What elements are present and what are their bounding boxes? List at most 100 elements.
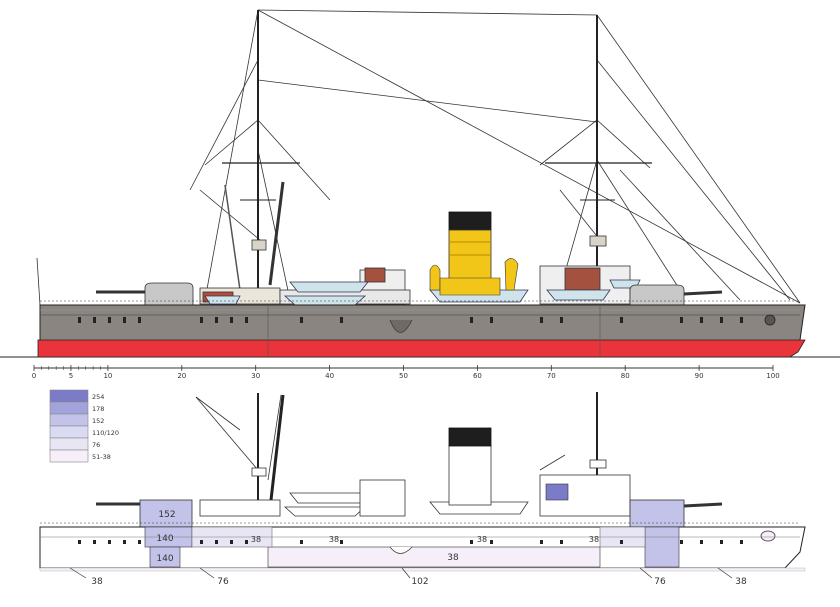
- porthole: [740, 317, 743, 323]
- scale-tick-label: 0: [32, 372, 36, 380]
- legend-swatch: [49, 401, 89, 415]
- porthole: [230, 317, 233, 323]
- aft-turret-armor: [629, 499, 685, 528]
- masts: [222, 10, 652, 300]
- porthole: [470, 540, 473, 544]
- armor-label-casemate-2: 38: [329, 535, 339, 544]
- aft-barbette-armor: [644, 526, 680, 568]
- porthole: [700, 540, 703, 544]
- porthole: [340, 317, 343, 323]
- rigging: [36, 9, 801, 306]
- porthole: [108, 540, 111, 544]
- porthole: [540, 317, 543, 323]
- funnel: [429, 211, 519, 296]
- porthole: [490, 317, 493, 323]
- scale-tick-label: 80: [621, 372, 630, 380]
- porthole: [560, 317, 563, 323]
- scale-tick-label: 60: [473, 372, 482, 380]
- scale-tick-label: 20: [177, 372, 186, 380]
- armor-label-casemate-3: 38: [477, 535, 487, 544]
- conning-tower-armor: [545, 483, 569, 501]
- scale-tick-label: 100: [766, 372, 779, 380]
- porthole: [78, 540, 81, 544]
- porthole: [470, 317, 473, 323]
- porthole: [245, 317, 248, 323]
- lower-edge: [39, 567, 806, 572]
- porthole: [215, 317, 218, 323]
- porthole: [720, 317, 723, 323]
- armor-superstructure: [199, 444, 631, 517]
- porthole: [138, 540, 141, 544]
- legend-swatch: [49, 389, 89, 403]
- porthole: [123, 540, 126, 544]
- armor-label-casemate-4: 38: [589, 535, 599, 544]
- porthole: [490, 540, 493, 544]
- scale-tick-label: 40: [325, 372, 334, 380]
- armor-callout-fore: 76: [217, 577, 229, 587]
- portholes: [78, 317, 743, 323]
- porthole: [680, 317, 683, 323]
- porthole: [560, 540, 563, 544]
- porthole: [215, 540, 218, 544]
- legend-swatch: [49, 413, 89, 427]
- legend-label: 152: [92, 417, 104, 425]
- porthole: [108, 317, 111, 323]
- armor-callout-mid: 102: [411, 577, 428, 587]
- porthole: [620, 540, 623, 544]
- armor-label-turret-fore-side: 140: [156, 534, 173, 544]
- porthole: [700, 317, 703, 323]
- fore-turret-armor: [139, 499, 193, 528]
- armor-callout-bow: 38: [91, 577, 103, 587]
- porthole: [78, 317, 81, 323]
- porthole: [245, 540, 248, 544]
- porthole: [620, 317, 623, 323]
- porthole: [300, 317, 303, 323]
- legend-label: 178: [92, 405, 104, 413]
- hull-profile: [37, 304, 806, 358]
- scale-tick-label: 50: [399, 372, 408, 380]
- porthole: [740, 540, 743, 544]
- fore-belt-armor: [149, 546, 181, 568]
- scale-tick-label: 90: [695, 372, 704, 380]
- armor-label-barbette-fore: 152: [158, 510, 175, 520]
- scale-tick-label: 10: [103, 372, 112, 380]
- armor-legend: 254 178 152 110/120 76 51-38: [49, 389, 119, 463]
- scale-tick-label: 5: [69, 372, 73, 380]
- porthole: [93, 317, 96, 323]
- scale-bar: 0 5 10 20 30 40 50 60 70 80 90 100: [32, 365, 780, 380]
- armor-view: 152 140 140 38 38 38 38 38 38 76 102 76 …: [39, 392, 806, 587]
- legend-label: 254: [92, 393, 104, 401]
- porthole: [230, 540, 233, 544]
- turrets-profile: [96, 282, 723, 306]
- legend-label: 51-38: [92, 453, 111, 461]
- scale-tick-label: 30: [251, 372, 260, 380]
- armor-label-casemate-1: 38: [251, 535, 261, 544]
- porthole: [123, 317, 126, 323]
- armor-callout-stern: 38: [735, 577, 747, 587]
- porthole: [200, 317, 203, 323]
- legend-swatch: [49, 425, 89, 439]
- porthole: [200, 540, 203, 544]
- porthole: [138, 317, 141, 323]
- porthole: [340, 540, 343, 544]
- legend-swatch: [49, 437, 89, 451]
- legend-swatch: [49, 449, 89, 463]
- callout-leaders: [69, 567, 733, 579]
- armor-funnel-cap: [448, 427, 492, 447]
- armor-rigging: [195, 394, 566, 481]
- porthole: [680, 540, 683, 544]
- armor-portholes: [78, 540, 743, 544]
- porthole: [720, 540, 723, 544]
- porthole: [93, 540, 96, 544]
- porthole: [540, 540, 543, 544]
- armor-label-belt-fore: 140: [156, 554, 173, 564]
- profile-view: [0, 9, 840, 358]
- armor-label-belt-mid: 38: [447, 553, 459, 563]
- legend-label: 110/120: [92, 429, 119, 437]
- scale-tick-label: 70: [547, 372, 556, 380]
- main-belt-armor: [267, 546, 601, 568]
- legend-label: 76: [92, 441, 100, 449]
- armor-callout-aft: 76: [654, 577, 666, 587]
